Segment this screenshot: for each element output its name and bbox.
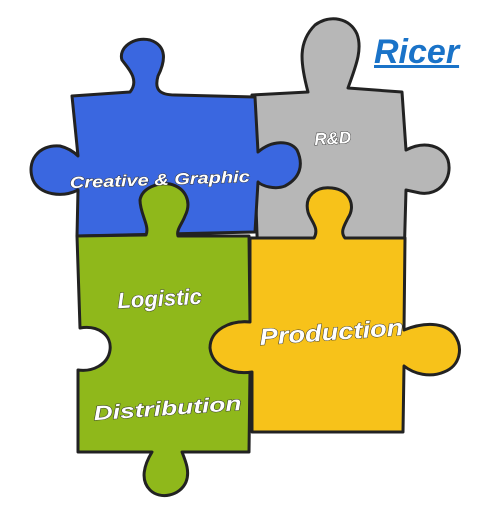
production-piece bbox=[208, 186, 461, 434]
logistic-label: Logistic bbox=[117, 284, 203, 313]
header-link[interactable]: Ricer bbox=[374, 33, 460, 71]
rd-piece bbox=[250, 17, 451, 264]
rd-label: R&D bbox=[314, 128, 352, 149]
creative-piece bbox=[29, 37, 302, 238]
